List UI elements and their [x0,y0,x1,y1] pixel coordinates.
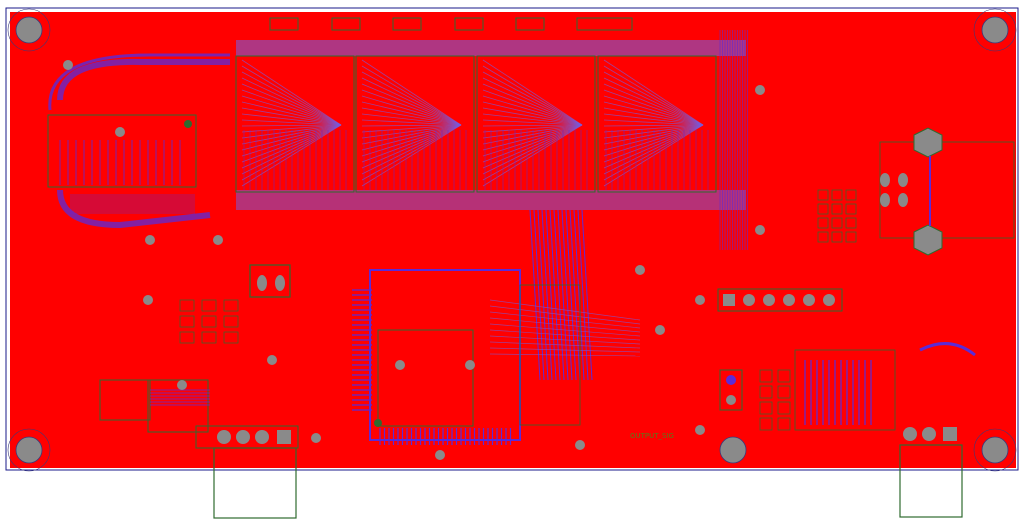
bottom-left-circuit [99,264,291,433]
bottom-left-connector [195,425,299,519]
bottom-center-connector-label: OUTPUT_SIG [630,432,674,440]
display-module-3 [476,55,596,193]
mid-right-ic [489,209,641,426]
mounting-hole-bm [719,436,747,464]
bottom-right-connector [899,427,963,518]
display-module-1 [235,55,355,193]
bottom-right-circuit [719,342,976,431]
display-module-array [235,30,748,250]
mounting-holes [7,8,1017,472]
board-outline [5,7,1019,471]
display-module-2 [355,55,475,193]
vias [63,60,765,460]
mounting-hole-tr [981,16,1009,44]
display-module-4 [597,55,717,193]
right-upper-circuit [817,127,1015,256]
pin-header-row [717,288,843,312]
top-connector-pads [269,17,633,31]
left-ic [47,114,197,188]
mounting-hole-br [981,436,1009,464]
mounting-hole-bl [15,436,43,464]
left-ic-region [47,53,230,229]
mounting-hole-tl [15,16,43,44]
